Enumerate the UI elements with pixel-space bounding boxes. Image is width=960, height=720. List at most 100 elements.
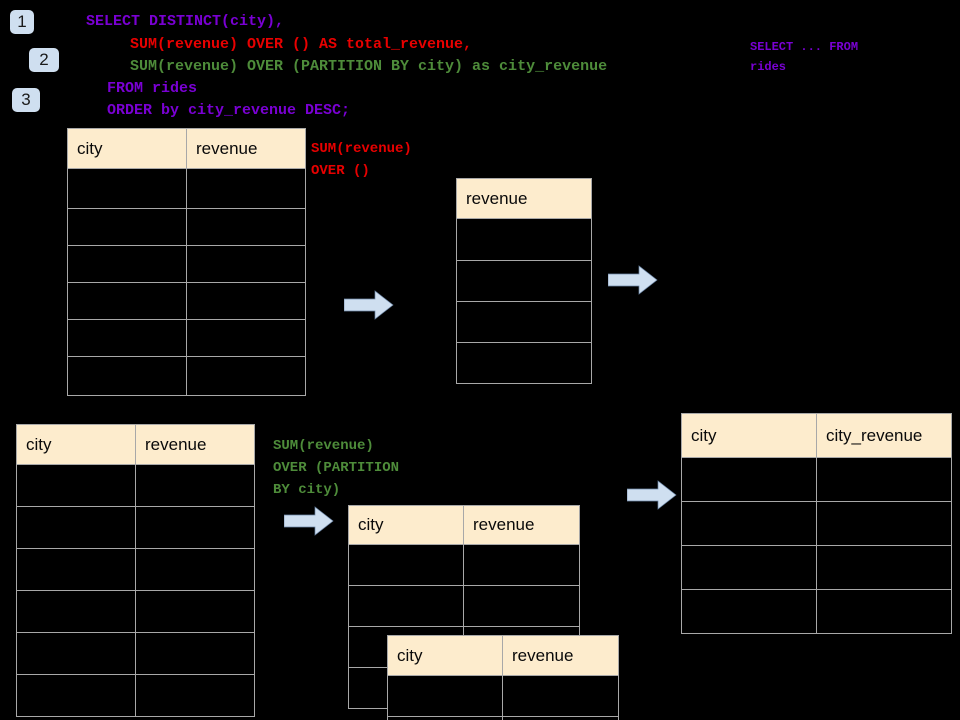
- column-header-revenue: revenue: [502, 635, 619, 676]
- table-header-row: city revenue: [16, 424, 255, 465]
- table-row: [67, 168, 306, 209]
- table-row: [456, 260, 592, 302]
- table-row: [456, 301, 592, 343]
- sql-line-order-by: ORDER by city_revenue DESC;: [107, 102, 351, 119]
- cell-revenue: [456, 218, 592, 261]
- table-row: [348, 544, 580, 586]
- table-row: [681, 589, 952, 634]
- partition-group-table-2: city revenue: [387, 635, 619, 720]
- cell-city: [16, 674, 136, 717]
- arrow-total-to-result: [607, 265, 658, 300]
- cell-city: [16, 590, 136, 633]
- arrow-right-icon: [607, 265, 658, 295]
- arrow-source-to-total: [343, 290, 394, 325]
- cell-city: [16, 506, 136, 549]
- cell-revenue: [186, 245, 306, 283]
- table-header-row: city revenue: [67, 128, 306, 169]
- table-header-row: city revenue: [348, 505, 580, 545]
- cell-city: [16, 548, 136, 591]
- column-header-city: city: [387, 635, 503, 676]
- sql-line-total-revenue: SUM(revenue) OVER () AS total_revenue,: [130, 36, 473, 53]
- final-result-table: city city_revenue: [681, 413, 952, 634]
- table-row: [387, 716, 619, 720]
- cell-city: [681, 501, 817, 546]
- cell-city: [348, 544, 464, 586]
- arrow-groups-to-result: [626, 480, 677, 515]
- partition-source-table: city revenue: [16, 424, 255, 717]
- cell-city: [348, 585, 464, 627]
- sql-aside-line-2: rides: [750, 60, 787, 74]
- sql-line-select-distinct: SELECT DISTINCT(city),: [86, 13, 285, 30]
- cell-city: [67, 245, 187, 283]
- step-badge-3-label: 3: [21, 90, 31, 109]
- table-row: [681, 457, 952, 502]
- cell-city: [16, 632, 136, 675]
- step-badge-2: 2: [29, 48, 59, 72]
- cell-city: [67, 168, 187, 209]
- cell-city: [67, 319, 187, 357]
- column-header-revenue: revenue: [135, 424, 255, 465]
- step-badge-1-label: 1: [17, 12, 27, 31]
- cell-revenue: [456, 260, 592, 302]
- cell-city: [681, 589, 817, 634]
- cell-revenue: [186, 168, 306, 209]
- table-row: [67, 245, 306, 283]
- cell-revenue: [135, 632, 255, 675]
- cell-revenue: [502, 675, 619, 717]
- arrow-partition-to-groups: [283, 506, 334, 541]
- total-revenue-table: revenue: [456, 178, 592, 384]
- cell-revenue: [186, 356, 306, 396]
- table-row: [387, 675, 619, 717]
- table-row: [67, 356, 306, 396]
- cell-revenue: [502, 716, 619, 720]
- cell-city: [67, 282, 187, 320]
- table-row: [456, 218, 592, 261]
- column-header-city: city: [16, 424, 136, 465]
- table-row: [16, 548, 255, 591]
- cell-revenue: [456, 342, 592, 384]
- column-header-city: city: [67, 128, 187, 169]
- table-row: [16, 506, 255, 549]
- step-badge-1: 1: [10, 10, 34, 34]
- step-badge-2-label: 2: [39, 50, 49, 69]
- annotation-over-partition: SUM(revenue) OVER (PARTITION BY city): [273, 438, 400, 498]
- column-header-city-revenue: city_revenue: [816, 413, 952, 458]
- cell-revenue: [186, 319, 306, 357]
- cell-city-revenue: [816, 457, 952, 502]
- cell-city: [67, 356, 187, 396]
- table-row: [16, 590, 255, 633]
- table-header-row: revenue: [456, 178, 592, 219]
- cell-city-revenue: [816, 545, 952, 590]
- cell-revenue: [135, 590, 255, 633]
- arrow-right-icon: [626, 480, 677, 510]
- table-row: [348, 585, 580, 627]
- cell-revenue: [186, 208, 306, 246]
- cell-revenue: [135, 506, 255, 549]
- table-row: [681, 545, 952, 590]
- column-header-revenue: revenue: [463, 505, 580, 545]
- source-rides-table: city revenue: [67, 128, 306, 396]
- cell-revenue: [135, 464, 255, 507]
- cell-city: [67, 208, 187, 246]
- cell-revenue: [135, 674, 255, 717]
- step-badge-3: 3: [12, 88, 40, 112]
- cell-city-revenue: [816, 589, 952, 634]
- cell-city-revenue: [816, 501, 952, 546]
- table-row: [16, 464, 255, 507]
- column-header-city: city: [681, 413, 817, 458]
- cell-city: [16, 464, 136, 507]
- table-row: [67, 208, 306, 246]
- cell-revenue: [463, 585, 580, 627]
- sql-aside-line-1: SELECT ... FROM: [750, 40, 859, 54]
- column-header-revenue: revenue: [456, 178, 592, 219]
- cell-city: [681, 545, 817, 590]
- table-row: [456, 342, 592, 384]
- cell-revenue: [456, 301, 592, 343]
- cell-city: [387, 675, 503, 717]
- table-header-row: city revenue: [387, 635, 619, 676]
- table-row: [67, 282, 306, 320]
- arrow-right-icon: [283, 506, 334, 536]
- table-row: [16, 674, 255, 717]
- cell-revenue: [463, 544, 580, 586]
